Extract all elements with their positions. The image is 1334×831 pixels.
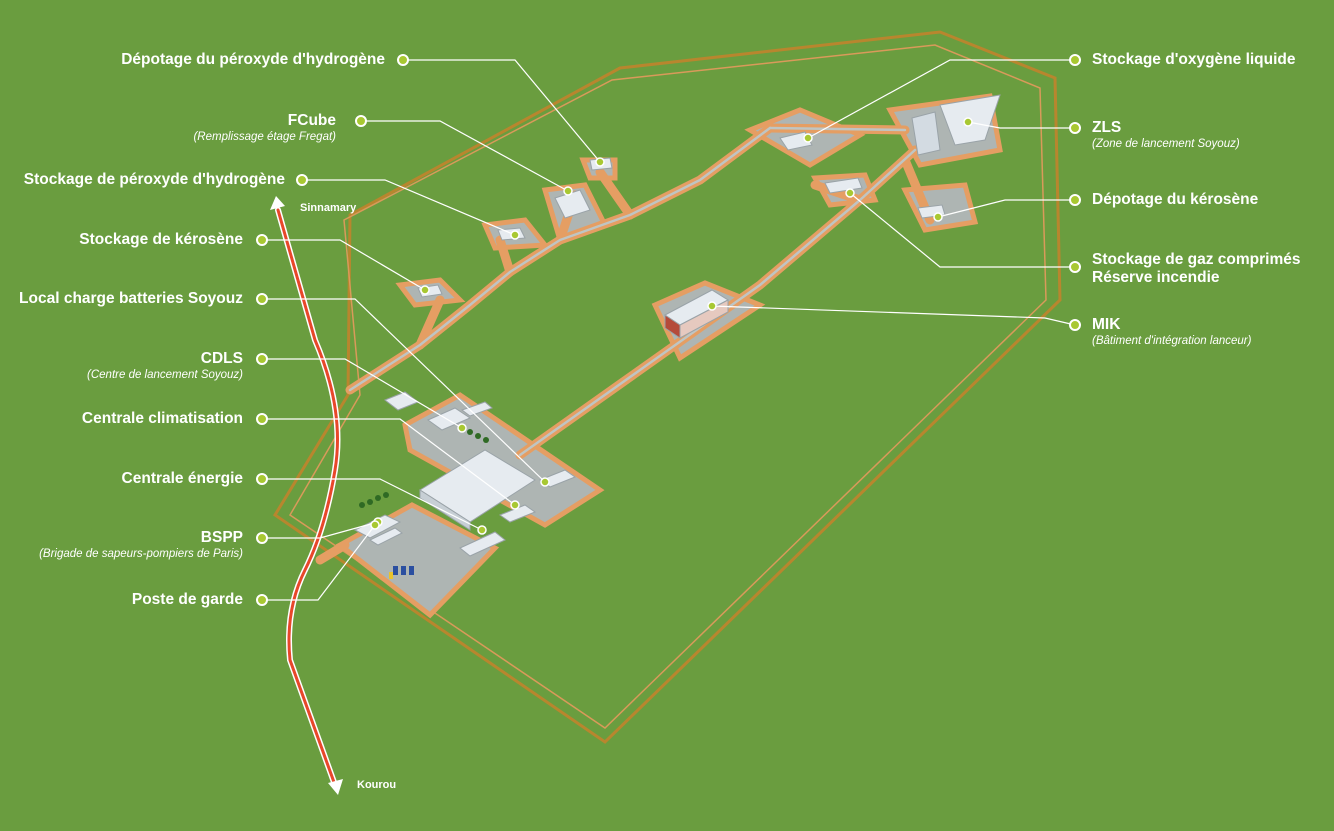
leader-lines <box>262 59 1076 601</box>
label-hvac: Centrale climatisation <box>82 410 243 428</box>
label-hp-unload: Dépotage du péroxyde d'hydrogène <box>121 51 385 69</box>
label-power: Centrale énergie <box>122 470 243 488</box>
label-lox: Stockage d'oxygène liquide <box>1092 51 1296 69</box>
label-title: FCube <box>287 112 336 129</box>
label-title: CDLS <box>200 350 243 367</box>
label-subtitle: Réserve incendie <box>1092 269 1220 286</box>
label-kero-unload: Dépotage du kérosène <box>1092 191 1258 209</box>
callout-dot <box>1069 122 1081 134</box>
label-bspp: BSPP (Brigade de sapeurs-pompiers de Par… <box>39 529 243 562</box>
building-misc-3 <box>460 401 493 417</box>
arrow-south-icon <box>328 779 343 795</box>
building-misc-2 <box>383 391 420 411</box>
building-guard <box>368 527 403 546</box>
callout-dot <box>296 174 308 186</box>
label-zls: ZLS (Zone de lancement Soyouz) <box>1092 119 1240 152</box>
callout-dot <box>256 293 268 305</box>
callout-dot <box>256 532 268 544</box>
label-title: Centrale climatisation <box>81 410 243 427</box>
label-hp-storage: Stockage de péroxyde d'hydrogène <box>24 171 285 189</box>
label-title: BSPP <box>200 529 243 546</box>
trees <box>359 425 489 508</box>
label-title: Local charge batteries Soyouz <box>19 290 243 307</box>
callout-dot <box>397 54 409 66</box>
callout-dot <box>1069 319 1081 331</box>
label-title: Centrale énergie <box>121 470 243 487</box>
label-cdls: CDLS (Centre de lancement Soyouz) <box>87 350 243 383</box>
label-subtitle: (Centre de lancement Soyouz) <box>87 369 243 381</box>
arrow-north-icon <box>270 196 285 210</box>
callout-dot <box>256 234 268 246</box>
map-dots <box>370 117 973 535</box>
label-title: Stockage de kérosène <box>79 231 243 248</box>
callout-dot <box>256 353 268 365</box>
callout-dot <box>1069 54 1081 66</box>
building-misc <box>426 407 472 431</box>
roads-centerline <box>348 126 917 457</box>
callout-dot <box>1069 261 1081 273</box>
label-title: Dépotage du péroxyde d'hydrogène <box>121 51 385 68</box>
label-gas: Stockage de gaz comprimés Réserve incend… <box>1092 251 1300 287</box>
building-power <box>459 531 506 557</box>
label-battery: Local charge batteries Soyouz <box>19 290 243 308</box>
access-route-line <box>276 208 339 787</box>
label-title: Dépotage du kérosène <box>1092 191 1259 208</box>
label-title: Stockage d'oxygène liquide <box>1092 51 1296 68</box>
label-subtitle: (Brigade de sapeurs-pompiers de Paris) <box>39 548 243 560</box>
label-title: Stockage de gaz comprimés <box>1092 251 1301 268</box>
callout-dot <box>256 594 268 606</box>
label-title: MIK <box>1092 316 1121 333</box>
label-title: Poste de garde <box>131 591 243 608</box>
label-title: Stockage de péroxyde d'hydrogène <box>23 171 285 188</box>
callout-dot <box>256 413 268 425</box>
label-subtitle: (Remplissage étage Fregat) <box>193 131 336 143</box>
label-subtitle: (Zone de lancement Soyouz) <box>1092 138 1240 150</box>
label-subtitle: (Bâtiment d'intégration lanceur) <box>1092 335 1252 347</box>
callout-dot <box>355 115 367 127</box>
ground-pads <box>335 93 1003 619</box>
site-perimeter <box>272 30 1062 744</box>
direction-north-label: Sinnamary <box>300 202 357 214</box>
trucks <box>389 566 414 579</box>
label-mik: MIK (Bâtiment d'intégration lanceur) <box>1092 316 1251 349</box>
label-guard: Poste de garde <box>132 591 243 609</box>
callout-dot <box>1069 194 1081 206</box>
direction-south-label: Kourou <box>357 779 397 791</box>
label-title: ZLS <box>1092 119 1122 136</box>
label-fcube: FCube (Remplissage étage Fregat) <box>193 112 336 145</box>
label-kero-storage: Stockage de kérosène <box>79 231 243 249</box>
callout-dot <box>256 473 268 485</box>
